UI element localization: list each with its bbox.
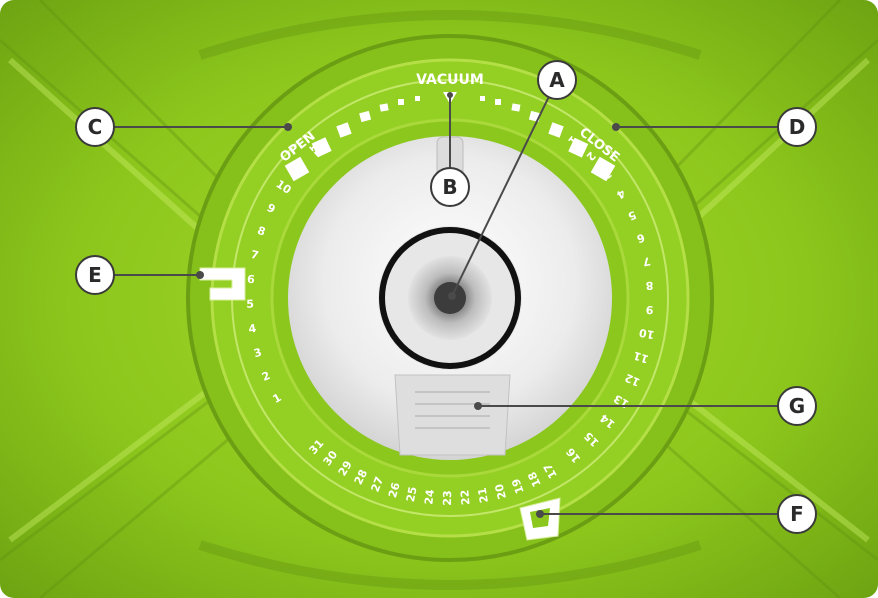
date-number-10: 10 (638, 326, 656, 342)
month-number-5: 5 (246, 298, 254, 311)
date-number-21: 21 (476, 487, 491, 504)
date-number-23: 23 (441, 490, 454, 506)
callout-f: F (778, 495, 816, 533)
callout-b-label: B (442, 175, 457, 199)
callout-d-label: D (789, 115, 806, 139)
callout-a-label: A (549, 68, 565, 92)
callout-f-label: F (790, 502, 804, 526)
callout-c-label: C (88, 115, 103, 139)
date-number-8: 8 (645, 279, 653, 292)
callout-e-label: E (88, 263, 102, 287)
callout-b: B (431, 168, 469, 206)
date-number-9: 9 (645, 303, 653, 316)
callout-c: C (76, 108, 114, 146)
callout-a: A (538, 61, 576, 99)
callout-g-label: G (789, 394, 805, 418)
callout-g: G (778, 387, 816, 425)
callout-d: D (778, 108, 816, 146)
date-number-22: 22 (458, 489, 472, 505)
vacuum-label: VACUUM (416, 72, 484, 88)
callout-e: E (76, 256, 114, 294)
date-number-24: 24 (422, 488, 437, 505)
